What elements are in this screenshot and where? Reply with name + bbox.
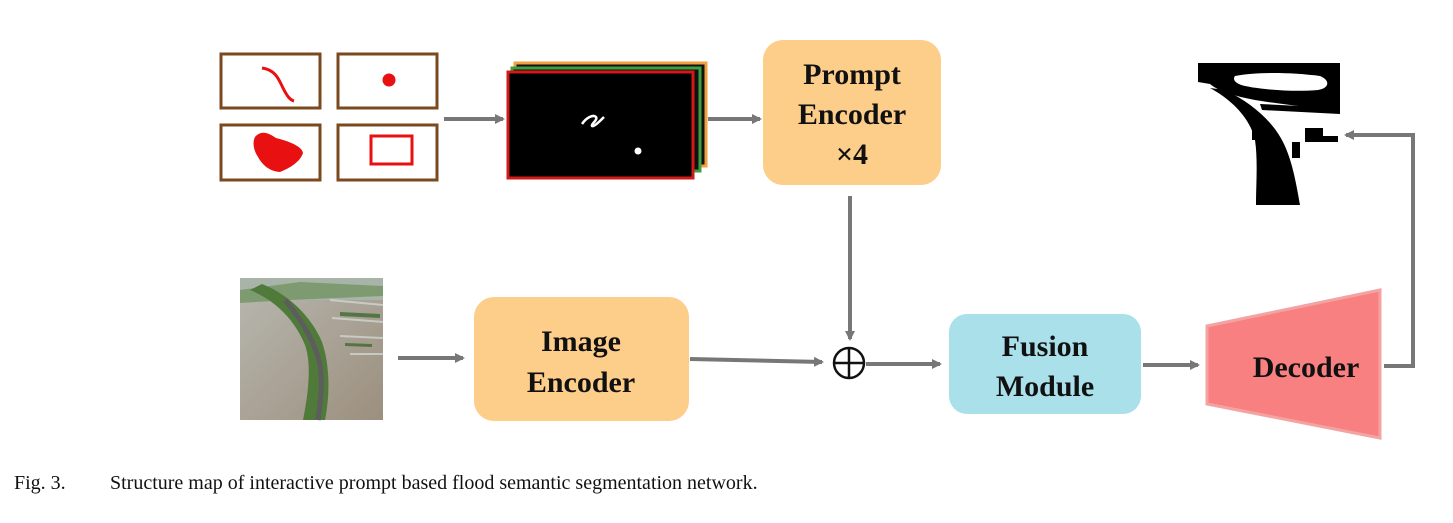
image-encoder-block: Image Encoder: [474, 297, 689, 421]
prompt-encoder-label-2: Encoder: [798, 98, 906, 131]
image-encoder-label-1: Image: [541, 325, 621, 358]
decoder-label: Decoder: [1253, 351, 1360, 384]
prompt-encoder-block: Prompt Encoder ×4: [763, 40, 941, 185]
point-mark: [634, 147, 642, 155]
fusion-module-block: Fusion Module: [949, 314, 1141, 414]
fusion-module-label-1: Fusion: [1002, 330, 1089, 363]
mask-prompt-icon: [219, 123, 322, 182]
figure-caption-text: Structure map of interactive prompt base…: [110, 472, 758, 494]
flood-aerial-image: [240, 278, 384, 421]
scribble-mark: [580, 114, 605, 128]
scribble-prompt-icon: [219, 52, 322, 110]
figure-caption: Fig. 3. Structure map of interactive prom…: [14, 472, 758, 495]
box-prompt-icon: [336, 123, 439, 182]
figure-number: Fig. 3.: [14, 472, 66, 494]
element-wise-sum-operator: [832, 346, 866, 380]
decoder-block: Decoder: [1205, 288, 1382, 440]
image-encoder-label-2: Encoder: [527, 366, 635, 399]
prompt-encoder-label-3: ×4: [836, 138, 868, 171]
arrow-image-encoder-to-sum: [689, 356, 824, 367]
arrow-decoder-to-output: [1344, 130, 1415, 368]
point-prompt-icon: [336, 52, 439, 110]
prompt-type-icons: [219, 52, 439, 182]
prompt-encoder-label-1: Prompt: [803, 58, 901, 91]
segmentation-mask-output: [1198, 63, 1340, 205]
fusion-module-label-2: Module: [996, 370, 1094, 403]
prompt-map-stack: [506, 61, 708, 180]
